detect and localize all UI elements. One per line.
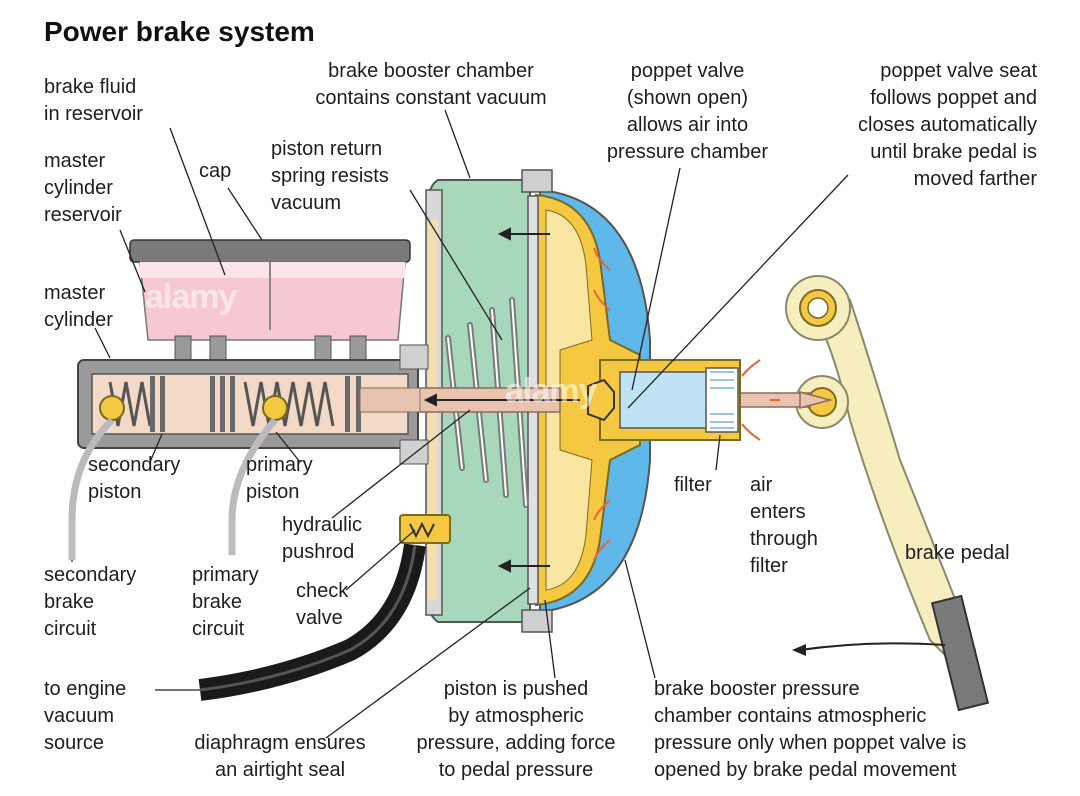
label-cap: cap (199, 160, 232, 182)
label-pressure-chamber: brake booster pressure chamber contains … (654, 678, 967, 781)
label-filter: filter (674, 474, 712, 496)
label-primary-circuit: primary brake circuit (192, 564, 259, 640)
label-air-enters: air enters through filter (750, 474, 818, 577)
master-cylinder (68, 239, 429, 560)
label-brake-fluid: brake fluid in reservoir (44, 76, 143, 125)
label-diaphragm-seal: diaphragm ensures an airtight seal (194, 732, 366, 781)
label-mc-reservoir: master cylinder reservoir (44, 150, 122, 226)
label-check-valve: check valve (296, 580, 349, 629)
label-secondary-piston: secondary piston (88, 454, 181, 503)
label-poppet-seat: poppet valve seat follows poppet and clo… (858, 60, 1037, 190)
label-hydraulic-pushrod: hydraulic pushrod (282, 514, 363, 563)
label-piston-return: piston return spring resists vacuum (271, 138, 389, 214)
brake-booster (409, 169, 780, 633)
brake-pedal (785, 275, 990, 712)
watermark: alamy (145, 278, 237, 316)
diagram-title: Power brake system (44, 16, 315, 47)
label-master-cylinder: master cylinder (44, 282, 113, 331)
label-secondary-circuit: secondary brake circuit (44, 564, 137, 640)
label-primary-piston: primary piston (246, 454, 313, 503)
label-booster-chamber: brake booster chamber contains constant … (315, 60, 547, 109)
vacuum-hose (198, 514, 451, 701)
label-brake-pedal: brake pedal (905, 542, 1010, 564)
label-poppet-valve: poppet valve (shown open) allows air int… (606, 60, 769, 163)
label-piston-pushed: piston is pushed by atmospheric pressure… (416, 678, 616, 781)
watermark: alamy (505, 372, 597, 410)
label-engine-vacuum: to engine vacuum source (44, 678, 127, 754)
leader-lines (71, 109, 849, 739)
